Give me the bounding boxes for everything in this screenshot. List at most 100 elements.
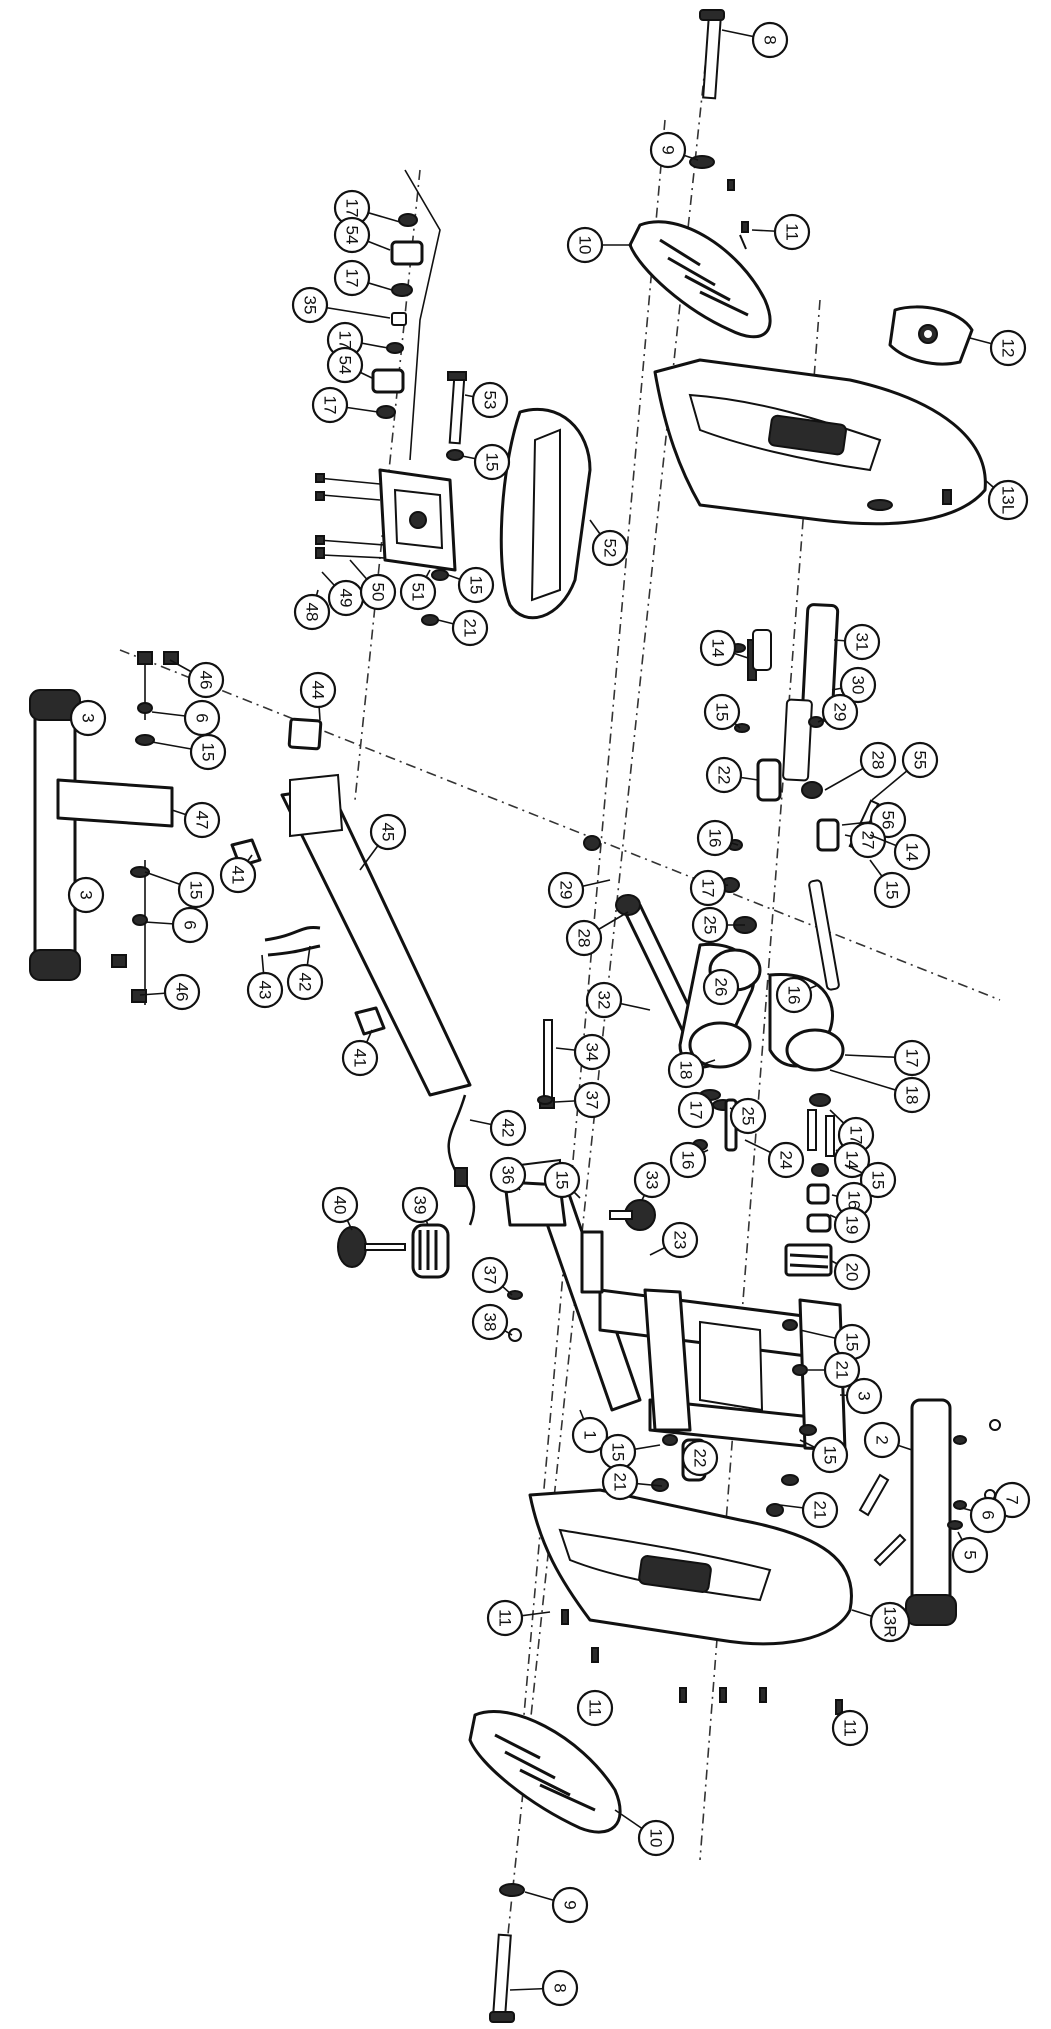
- callout-number: 43: [256, 981, 275, 1000]
- callout-number: 46: [173, 983, 192, 1002]
- callout-circle: [471, 1256, 509, 1294]
- callout-number: 15: [883, 881, 902, 900]
- callout-circle: [831, 1709, 869, 1747]
- callout-24: 24: [744, 1139, 805, 1179]
- callout-circle: [849, 821, 887, 859]
- callout-circle: [661, 1221, 699, 1259]
- callout-51: 51: [399, 569, 437, 611]
- callout-11: 11: [751, 213, 811, 251]
- callout-number: 13R: [881, 1606, 900, 1637]
- callout-circle: [696, 819, 734, 857]
- callout-21: 21: [601, 1463, 663, 1501]
- callout-15: 15: [543, 1161, 581, 1199]
- callout-circle: [893, 1076, 931, 1114]
- callout-28: 28: [824, 741, 897, 791]
- callout-9: 9: [524, 1886, 589, 1924]
- callout-number: 15: [609, 1443, 628, 1462]
- callout-circle: [833, 1206, 871, 1244]
- callout-3: 3: [839, 1377, 883, 1415]
- callout-circle: [457, 566, 495, 604]
- callout-circle: [689, 869, 727, 907]
- callout-circle: [369, 813, 407, 851]
- front-stabilizer: [651, 1398, 1001, 1626]
- callout-15: 15: [461, 443, 511, 481]
- callout-circle: [311, 386, 349, 424]
- callout-circle: [585, 981, 623, 1019]
- callout-33: 33: [633, 1161, 671, 1201]
- callout-14: 14: [699, 629, 749, 667]
- callout-18: 18: [667, 1051, 716, 1089]
- callout-43: 43: [246, 954, 284, 1009]
- callout-41: 41: [341, 1029, 379, 1077]
- callout-circle: [833, 1253, 871, 1291]
- callout-15: 15: [869, 859, 911, 909]
- callout-number: 1: [581, 1430, 600, 1439]
- callout-54: 54: [326, 346, 373, 384]
- callout-number: 16: [845, 1191, 864, 1210]
- callout-9: 9: [649, 131, 699, 169]
- callout-number: 39: [411, 1196, 430, 1215]
- callout-number: 50: [369, 583, 388, 602]
- callout-10: 10: [566, 226, 632, 264]
- callout-52: 52: [589, 519, 629, 567]
- callout-number: 21: [833, 1361, 852, 1380]
- callout-circle: [326, 346, 364, 384]
- callout-number: 29: [557, 881, 576, 900]
- callout-number: 38: [481, 1313, 500, 1332]
- callout-number: 2: [873, 1435, 892, 1444]
- callout-circle: [177, 871, 215, 909]
- callout-16: 16: [696, 819, 739, 857]
- callout-number: 11: [586, 1699, 605, 1717]
- main-frame: [519, 1158, 847, 1452]
- callout-circle: [451, 609, 489, 647]
- callout-number: 15: [553, 1171, 572, 1190]
- callout-circle: [473, 443, 511, 481]
- callout-39: 39: [401, 1186, 439, 1226]
- callout-number: 15: [467, 576, 486, 595]
- callout-number: 11: [783, 223, 802, 241]
- callout-circle: [775, 976, 813, 1014]
- callout-number: 28: [575, 929, 594, 948]
- callout-17: 17: [333, 259, 393, 297]
- callout-number: 17: [336, 331, 355, 350]
- callout-circle: [471, 381, 509, 419]
- callout-8: 8: [509, 1969, 579, 2007]
- callout-circle: [541, 1969, 579, 2007]
- callout-31: 31: [833, 623, 881, 661]
- callout-21: 21: [808, 1351, 861, 1389]
- callout-circle: [702, 968, 740, 1006]
- callout-27: 27: [844, 821, 887, 859]
- callout-circle: [729, 1097, 767, 1135]
- callout-circle: [67, 876, 105, 914]
- callout-number: 16: [785, 986, 804, 1005]
- callout-circle: [649, 131, 687, 169]
- callout-circle: [341, 1039, 379, 1077]
- callout-41: 41: [219, 854, 257, 894]
- callout-25: 25: [691, 906, 745, 944]
- callout-15: 15: [144, 871, 215, 909]
- callout-circle: [833, 1141, 871, 1179]
- callout-19: 19: [829, 1206, 871, 1244]
- callout-number: 48: [303, 603, 322, 622]
- callout-12: 12: [969, 329, 1027, 367]
- axle-bolt-top: [689, 9, 725, 169]
- callout-circle: [863, 1421, 901, 1459]
- callout-circle: [333, 216, 371, 254]
- callout-1: 1: [571, 1409, 609, 1454]
- callout-number: 16: [706, 829, 725, 848]
- callout-number: 17: [343, 199, 362, 218]
- callout-number: 9: [561, 1900, 580, 1909]
- callout-16: 16: [775, 976, 819, 1014]
- callout-circle: [359, 573, 397, 611]
- callout-number: 20: [843, 1263, 862, 1282]
- callout-number: 7: [1003, 1495, 1022, 1504]
- callout-number: 18: [677, 1061, 696, 1080]
- callout-number: 47: [193, 811, 212, 830]
- callout-number: 23: [671, 1231, 690, 1250]
- callout-number: 25: [739, 1107, 758, 1126]
- callout-22: 22: [705, 756, 759, 794]
- callout-number: 9: [659, 145, 678, 154]
- callout-23: 23: [649, 1221, 699, 1259]
- callout-15: 15: [844, 1161, 897, 1199]
- callout-17: 17: [311, 386, 379, 424]
